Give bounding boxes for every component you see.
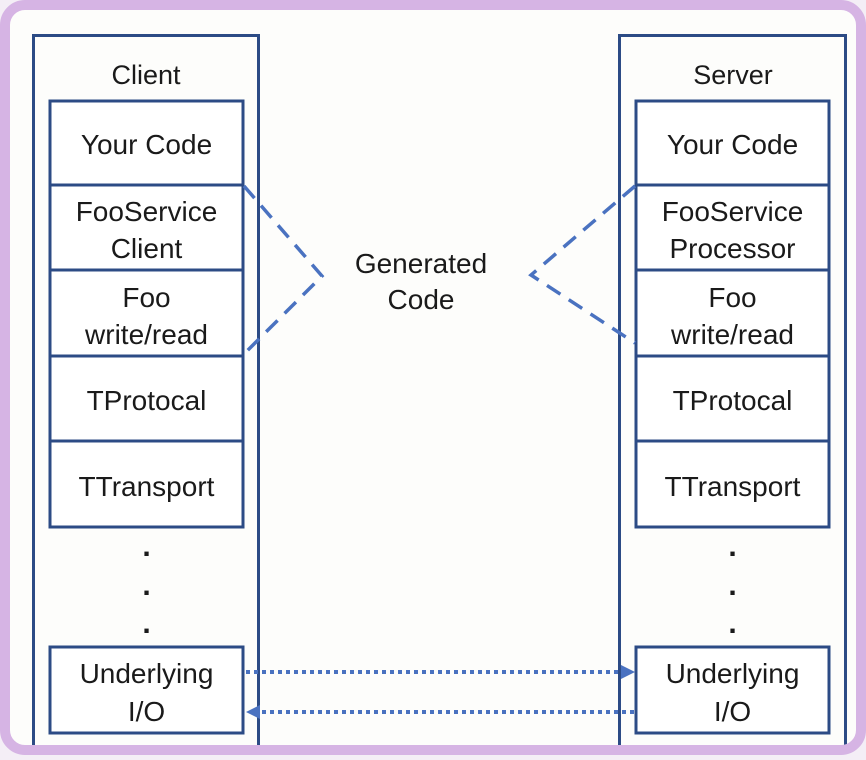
- server-layer-your-code: Your Code: [634, 99, 831, 187]
- client-layer-foo-write-read-line2: write/read: [84, 319, 208, 350]
- server-layer-foo-write-read-line2: write/read: [670, 319, 794, 350]
- client-layer-fooservice-client-box: [48, 183, 245, 272]
- server-ellipsis-dot-2: .: [728, 569, 736, 602]
- server-ellipsis: . . .: [728, 530, 736, 640]
- client-layer-ttransport-box: [48, 439, 245, 529]
- io-arrows: [246, 665, 635, 719]
- client-ellipsis: . . .: [142, 530, 150, 640]
- server-layer-tprotocal-box: [634, 354, 831, 443]
- server-layer-your-code-box: [634, 99, 831, 187]
- client-to-server-arrow-head: [621, 665, 635, 679]
- server-layer-tprotocal: TProtocal: [634, 354, 831, 443]
- server-generated-code-connector: [528, 184, 637, 345]
- server-column-outline: [618, 34, 847, 748]
- server-layer-tprotocal-label: TProtocal: [673, 385, 793, 416]
- client-layer-fooservice-client: FooService Client: [48, 183, 245, 272]
- client-column-outline: [32, 34, 260, 748]
- client-layer-your-code-label: Your Code: [81, 129, 212, 160]
- server-layer-underlying-io-line1: Underlying: [666, 658, 800, 689]
- server-layer-fooservice-processor-line2: Processor: [669, 233, 795, 264]
- server-layer-foo-write-read-line1: Foo: [708, 282, 756, 313]
- generated-code-line2: Code: [388, 284, 455, 315]
- client-layer-foo-write-read: Foo write/read: [48, 268, 245, 358]
- client-layer-underlying-io-line1: Underlying: [80, 658, 214, 689]
- server-column: Server Your Code FooService Processor Fo…: [618, 34, 847, 748]
- client-title: Client: [111, 60, 181, 90]
- server-layer-foo-write-read: Foo write/read: [634, 268, 831, 358]
- server-to-client-arrow: [246, 705, 634, 719]
- client-layer-foo-write-read-line1: Foo: [122, 282, 170, 313]
- server-layer-ttransport: TTransport: [634, 439, 831, 529]
- client-layer-foo-write-read-box: [48, 268, 245, 358]
- server-layer-fooservice-processor: FooService Processor: [634, 183, 831, 272]
- client-column: Client Your Code FooService Client Foo w…: [32, 34, 260, 748]
- client-ellipsis-dot-3: .: [142, 607, 150, 640]
- server-layer-ttransport-box: [634, 439, 831, 529]
- server-layer-underlying-io: Underlying I/O: [634, 645, 831, 735]
- server-layer-underlying-io-line2: I/O: [714, 696, 751, 727]
- client-layer-ttransport-label: TTransport: [79, 471, 215, 502]
- server-to-client-arrow-head: [246, 705, 260, 719]
- server-ellipsis-dot-3: .: [728, 607, 736, 640]
- client-layer-tprotocal-label: TProtocal: [87, 385, 207, 416]
- server-ellipsis-dot-1: .: [728, 530, 736, 563]
- server-title: Server: [693, 60, 773, 90]
- client-layer-your-code: Your Code: [48, 99, 245, 187]
- server-layer-your-code-label: Your Code: [667, 129, 798, 160]
- client-layer-fooservice-client-line1: FooService: [76, 196, 218, 227]
- generated-code-line1: Generated: [355, 248, 487, 279]
- client-layer-fooservice-client-line2: Client: [111, 233, 183, 264]
- client-ellipsis-dot-1: .: [142, 530, 150, 563]
- server-layer-fooservice-processor-line1: FooService: [662, 196, 804, 227]
- server-layer-fooservice-processor-box: [634, 183, 831, 272]
- server-layer-foo-write-read-box: [634, 268, 831, 358]
- client-layer-underlying-io: Underlying I/O: [48, 645, 245, 735]
- client-layer-ttransport: TTransport: [48, 439, 245, 529]
- generated-code-annotation: Generated Code: [242, 184, 637, 356]
- client-layer-underlying-io-box: [48, 645, 245, 735]
- server-layer-underlying-io-box: [634, 645, 831, 735]
- client-ellipsis-dot-2: .: [142, 569, 150, 602]
- server-layer-ttransport-label: TTransport: [665, 471, 801, 502]
- client-layer-tprotocal: TProtocal: [48, 354, 245, 443]
- client-layer-underlying-io-line2: I/O: [128, 696, 165, 727]
- client-to-server-arrow: [246, 665, 635, 679]
- client-generated-code-connector: [242, 184, 325, 356]
